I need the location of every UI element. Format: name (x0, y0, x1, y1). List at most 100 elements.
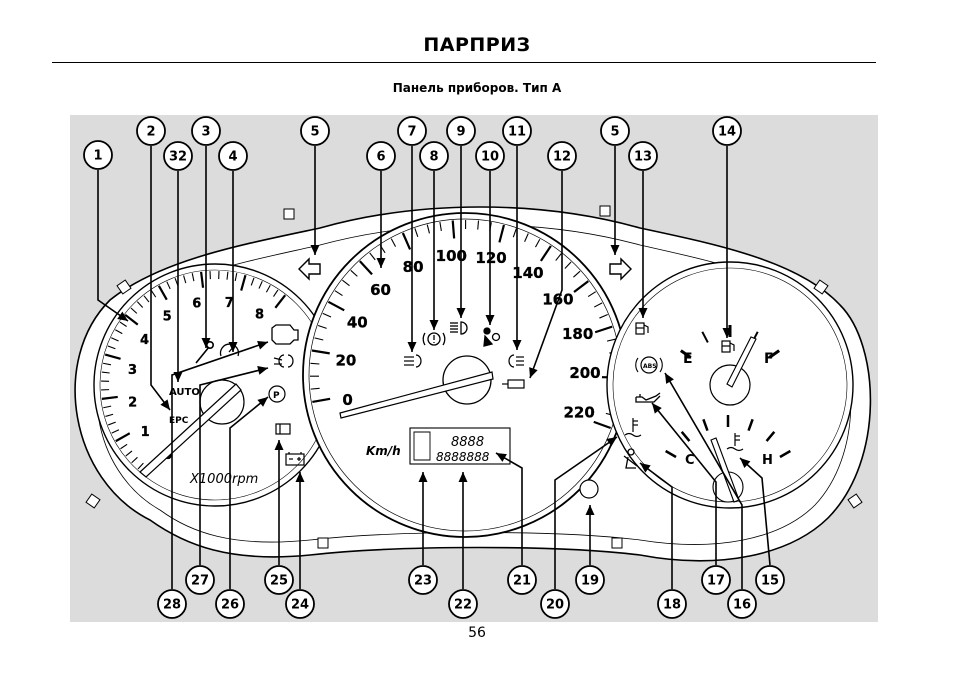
auto-label: AUTO (169, 387, 200, 398)
page-title: ПАРПРИЗ (423, 34, 531, 56)
callout-leader-line (171, 341, 269, 589)
front-fog-light-icon (404, 354, 422, 368)
tachometer-tick (150, 290, 157, 298)
speedometer-tick (439, 221, 442, 232)
callouts: 1232345678910111251314151617181920212223… (83, 116, 785, 619)
fuel-empty-label: E (683, 351, 693, 367)
tachometer-tick (125, 450, 133, 457)
callout-number: 2 (146, 125, 155, 140)
low-fuel-icon (635, 322, 649, 335)
callout-marker: 5 (600, 116, 630, 146)
low-beam-icon (273, 354, 294, 368)
tachometer-unit-label: X1000rpm (189, 472, 258, 487)
speedometer-scale-label: 40 (347, 313, 368, 331)
temp-gauge-needle (710, 437, 740, 503)
callout-circle (264, 565, 294, 595)
callout-marker: 15 (755, 565, 785, 595)
trailer-icon (502, 379, 525, 389)
tachometer-tick (111, 337, 119, 342)
callout-marker: 20 (540, 589, 570, 619)
callout-circle (475, 141, 505, 171)
callout-arrowhead (665, 373, 674, 384)
tachometer-tick (130, 307, 138, 314)
tachometer-tick (101, 395, 118, 400)
odometer-bottom-digits: 8888888 (436, 450, 490, 464)
callout-leader-line (651, 402, 717, 565)
tachometer-tick (108, 421, 116, 426)
tachometer-tick (200, 271, 205, 288)
speedometer-tick (322, 312, 332, 318)
callout-leader-line (150, 146, 171, 411)
header-rule (52, 62, 876, 63)
callout-marker: 4 (218, 141, 248, 171)
tachometer-tick (258, 281, 263, 289)
callout-number: 25 (270, 574, 288, 589)
callout-marker: 27 (185, 565, 215, 595)
callout-marker: 22 (448, 589, 478, 619)
callout-number: 10 (481, 150, 499, 165)
speedometer-tick (401, 232, 412, 250)
speedometer-unit-label: Km/h (366, 444, 401, 458)
callout-circle (600, 116, 630, 146)
reset-button[interactable] (579, 479, 599, 499)
callout-circle (419, 141, 449, 171)
odometer-display: 8888 8888888 (409, 427, 511, 465)
tachometer-tick (265, 285, 271, 293)
tachometer-tick (115, 329, 123, 335)
callout-number: 18 (663, 598, 681, 613)
speedometer-scale-label: 100 (436, 247, 467, 265)
callout-leader-line (554, 436, 618, 589)
callout-number: 22 (454, 598, 472, 613)
speedometer-tick (555, 253, 562, 261)
speedometer-tick (414, 228, 419, 238)
speedometer-needle (339, 371, 494, 419)
callout-number: 12 (553, 150, 571, 165)
fuel-gauge-tick (701, 331, 709, 343)
callout-arrowhead (529, 367, 538, 378)
callout-marker: 9 (446, 116, 476, 146)
callout-circle (366, 141, 396, 171)
callout-arrowhead (610, 245, 620, 255)
callout-arrowhead (512, 340, 522, 350)
tachometer-tick (143, 295, 150, 303)
check-engine-icon (271, 324, 299, 345)
tachometer-tick (102, 362, 112, 366)
callout-arrowhead (485, 315, 495, 325)
callout-arrowhead (228, 342, 238, 352)
speedometer-tick (369, 252, 376, 261)
callout-number: 9 (456, 125, 465, 140)
speedometer-tick (539, 245, 552, 262)
callout-marker: 12 (547, 141, 577, 171)
callout-leader-line (664, 372, 743, 589)
callout-circle (448, 589, 478, 619)
callout-number: 5 (310, 125, 319, 140)
speedometer-tick (334, 290, 343, 297)
callout-circle (215, 589, 245, 619)
callout-marker: 10 (475, 141, 505, 171)
speedometer-tick (573, 280, 590, 293)
epc-label: EPC (169, 416, 189, 426)
callout-circle (136, 116, 166, 146)
speedometer-scale-label: 220 (563, 403, 594, 421)
fuel-temp-gauge: E F C H (606, 261, 854, 509)
callout-arrowhead (722, 328, 732, 338)
callout-leader-line (495, 452, 523, 565)
temperature-gauge-icon (726, 433, 744, 452)
callout-arrowhead (376, 258, 386, 268)
tachometer-scale-label: 4 (140, 333, 149, 348)
tachometer-tick (157, 285, 168, 301)
callout-arrowhead (456, 308, 466, 318)
callout-circle (285, 589, 315, 619)
door-open-icon (275, 423, 291, 435)
speedometer-scale-label: 0 (342, 391, 352, 409)
callout-circle (755, 565, 785, 595)
speedometer-tick (426, 224, 430, 234)
tachometer-tick (111, 429, 120, 434)
callout-marker: 32 (163, 141, 193, 171)
speedometer-tick (534, 238, 541, 248)
callout-number: 17 (707, 574, 725, 589)
callout-leader-line (639, 462, 673, 589)
speedometer-tick (310, 387, 320, 390)
tachometer-tick (240, 274, 247, 291)
